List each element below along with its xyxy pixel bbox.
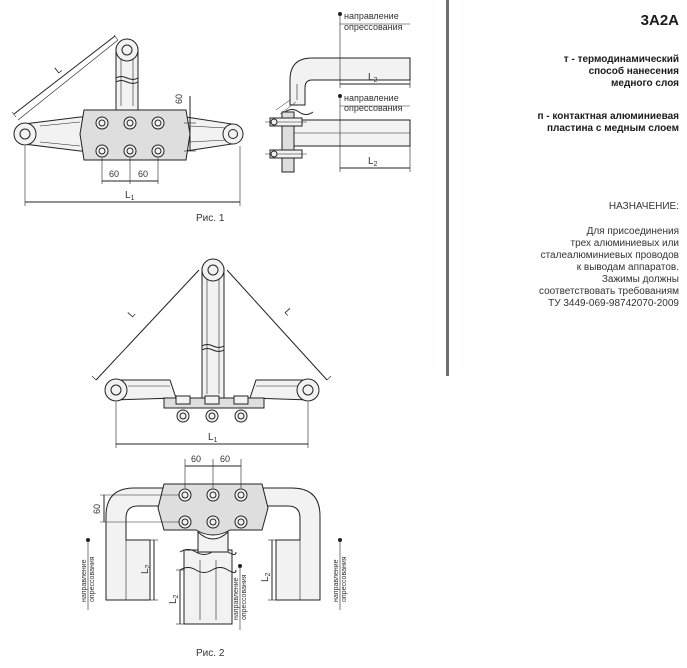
fig2-crimp-middle-2: опрессования	[241, 574, 248, 620]
legend-p-line-2: пластина с медным слоем	[546, 123, 679, 134]
fig2-crimp-left-2: опрессования	[89, 556, 96, 602]
fig1-crimp-label-top-1: направление	[344, 11, 399, 21]
info-panel: 3А2А т - термодинамический способ нанесе…	[446, 0, 687, 668]
purpose-line-3: сталеалюминиевых проводов	[540, 250, 679, 261]
fig2-bolts	[175, 395, 249, 423]
fig2-front-bolts	[178, 488, 248, 529]
fig1-crimp-label-mid-1: направление	[344, 93, 399, 103]
fig2-crimp-right-2: опрессования	[341, 556, 348, 602]
fig2-crimp-right-1: направление	[333, 559, 340, 602]
fig1-dim-L: L	[53, 64, 65, 76]
fig2-dim-L1: L1	[208, 432, 218, 444]
fig2-middle-L2: L2	[168, 594, 180, 604]
legend-p: п - контактная алюминиевая пластина с ме…	[537, 111, 679, 135]
fig2-dim-L-right: L	[282, 307, 294, 319]
legend-t-line-2: способ нанесения	[588, 66, 679, 77]
panel-divider	[446, 0, 449, 376]
fig2-left-L2: L2	[140, 564, 152, 574]
technical-drawing: L 60 60 60 L1 Рис. 1 направление опрессо…	[11, 11, 411, 659]
fig1-side-view-lower: направление опрессования L2	[265, 93, 411, 173]
fig1-crimp-label-mid-2: опрессования	[344, 103, 403, 113]
purpose-line-6: соответствовать требованиям	[539, 286, 679, 297]
fig1-dim-L1: L1	[125, 190, 135, 202]
legend-t-line-3: медного слоя	[611, 78, 679, 89]
purpose-line-7: ТУ 3449-069-98742070-2009	[548, 298, 679, 309]
fig1-top-view: L 60 60 60 L1 Рис. 1	[11, 34, 244, 224]
fig2-caption: Рис. 2	[196, 648, 225, 659]
fig1-upper-L2: L2	[368, 72, 378, 84]
fig1-dim-60-b: 60	[138, 169, 148, 179]
legend-t-line-1: т - термодинамический	[563, 54, 679, 65]
fig1-crimp-label-top-2: опрессования	[344, 22, 403, 32]
fig2-front-view: 60 60 60 L2 направление опрессования L2 …	[81, 454, 348, 659]
purpose-line-1: Для присоединения	[586, 226, 679, 237]
fig2-dim-60-b: 60	[220, 454, 230, 464]
fig1-side-view-upper: направление опрессования L2	[284, 11, 411, 115]
fig2-dim-L-left: L	[126, 308, 138, 320]
product-code: 3А2А	[640, 12, 679, 29]
fig2-crimp-left-1: направление	[81, 559, 88, 602]
purpose-title: НАЗНАЧЕНИЕ:	[608, 201, 679, 212]
purpose-line-4: к выводам аппаратов.	[576, 262, 679, 273]
fig2-dim-60-vertical: 60	[92, 504, 102, 514]
fig2-dim-60-a: 60	[191, 454, 201, 464]
fig1-lower-L2: L2	[368, 156, 378, 168]
fig1-caption: Рис. 1	[196, 213, 225, 224]
purpose-line-2: трех алюминиевых или	[570, 238, 679, 249]
fig2-crimp-middle-1: направление	[233, 577, 240, 620]
fig2-top-view: L L L1	[91, 258, 332, 448]
legend-p-line-1: п - контактная алюминиевая	[537, 111, 679, 122]
fig2-right-L2: L2	[260, 572, 272, 582]
purpose-line-5: Зажимы должны	[601, 274, 679, 285]
fig1-dim-60-a: 60	[109, 169, 119, 179]
fig1-bolts	[95, 116, 165, 158]
fig1-dim-60-vertical: 60	[174, 94, 184, 104]
purpose-text: Для присоединения трех алюминиевых или с…	[499, 226, 679, 310]
legend-t: т - термодинамический способ нанесения м…	[564, 54, 679, 90]
